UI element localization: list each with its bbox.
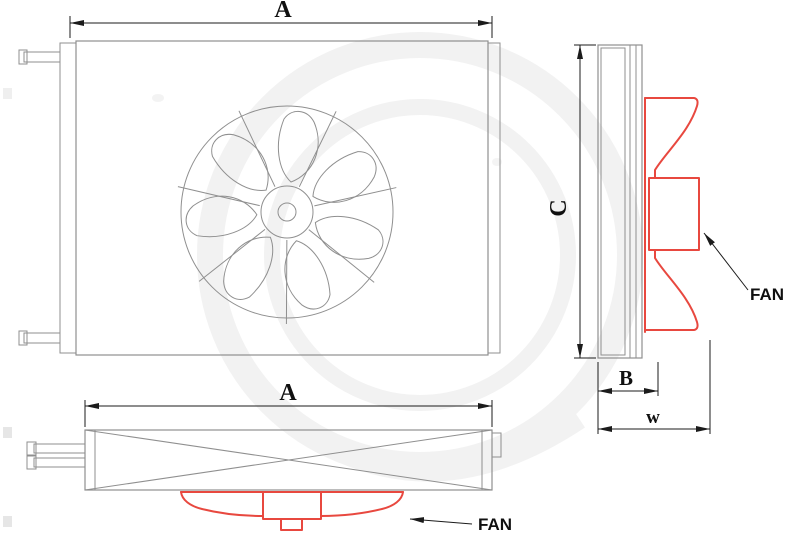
fan-right-blade	[320, 491, 404, 517]
fan-bottom-profile	[180, 491, 404, 531]
fan-spoke	[314, 187, 397, 207]
pipe-bottom-cap	[18, 330, 28, 346]
fan-callout-side: FAN	[750, 285, 784, 304]
fan-motor-hub	[262, 491, 322, 520]
pipe-top-cap	[18, 49, 28, 65]
pipe-bottom	[33, 457, 86, 468]
fan-spoke	[298, 111, 337, 188]
fan-leader-line	[703, 232, 749, 291]
fan-spoke	[238, 110, 276, 187]
dim-label-a-front: A	[274, 0, 292, 23]
coil-right-header	[487, 42, 501, 354]
pipe-top-cap	[26, 441, 37, 456]
pipe-top	[33, 443, 86, 454]
coil-fin-pack	[600, 47, 626, 356]
watermark-swoosh	[294, 412, 585, 482]
fan-blade	[314, 215, 384, 260]
watermark-mark	[3, 427, 12, 438]
front-view: A	[18, 0, 501, 356]
fan-hub-tab	[280, 518, 303, 531]
fan-ring	[180, 105, 394, 319]
fan-spoke	[198, 228, 266, 282]
coil-right-header-top	[491, 432, 502, 458]
fan-blade	[284, 240, 331, 310]
fan-hub	[260, 185, 314, 239]
fan-leader-line	[409, 517, 473, 525]
dim-label-c: C	[546, 199, 572, 216]
bottom-view: A FAN	[26, 380, 512, 534]
coil-side-body	[597, 44, 643, 359]
fan-blades	[185, 111, 384, 310]
fan-blade	[185, 195, 258, 238]
fan-spoke	[177, 186, 260, 207]
dim-label-w: w	[646, 407, 660, 428]
fan-motor-hub	[648, 177, 700, 251]
fan-top-blade	[644, 97, 699, 179]
fan-side-profile	[644, 97, 700, 333]
coil-left-header	[59, 42, 77, 354]
fan-blade	[223, 236, 274, 300]
fan-left-blade	[180, 491, 264, 517]
fan-blade	[277, 111, 319, 183]
dim-label-b: B	[619, 366, 633, 390]
fan-hub-center	[277, 202, 297, 222]
pipe-bottom	[23, 332, 61, 344]
watermark-mark	[3, 88, 12, 99]
watermark-mark	[3, 516, 12, 527]
pipe-bottom-cap	[26, 455, 37, 470]
watermark-mark	[152, 94, 164, 102]
fan-spokes	[177, 110, 397, 325]
coil-diagonal	[84, 429, 493, 491]
side-view: C FAN B w	[546, 44, 784, 434]
fan-blade	[211, 133, 269, 191]
dim-label-a-bottom: A	[279, 380, 297, 406]
pipe-top	[23, 51, 61, 63]
fan-callout-bottom: FAN	[478, 515, 512, 534]
fan-spoke	[308, 229, 375, 283]
fan-blade	[312, 151, 377, 203]
watermark	[3, 32, 643, 527]
fan-bottom-blade	[644, 249, 699, 331]
